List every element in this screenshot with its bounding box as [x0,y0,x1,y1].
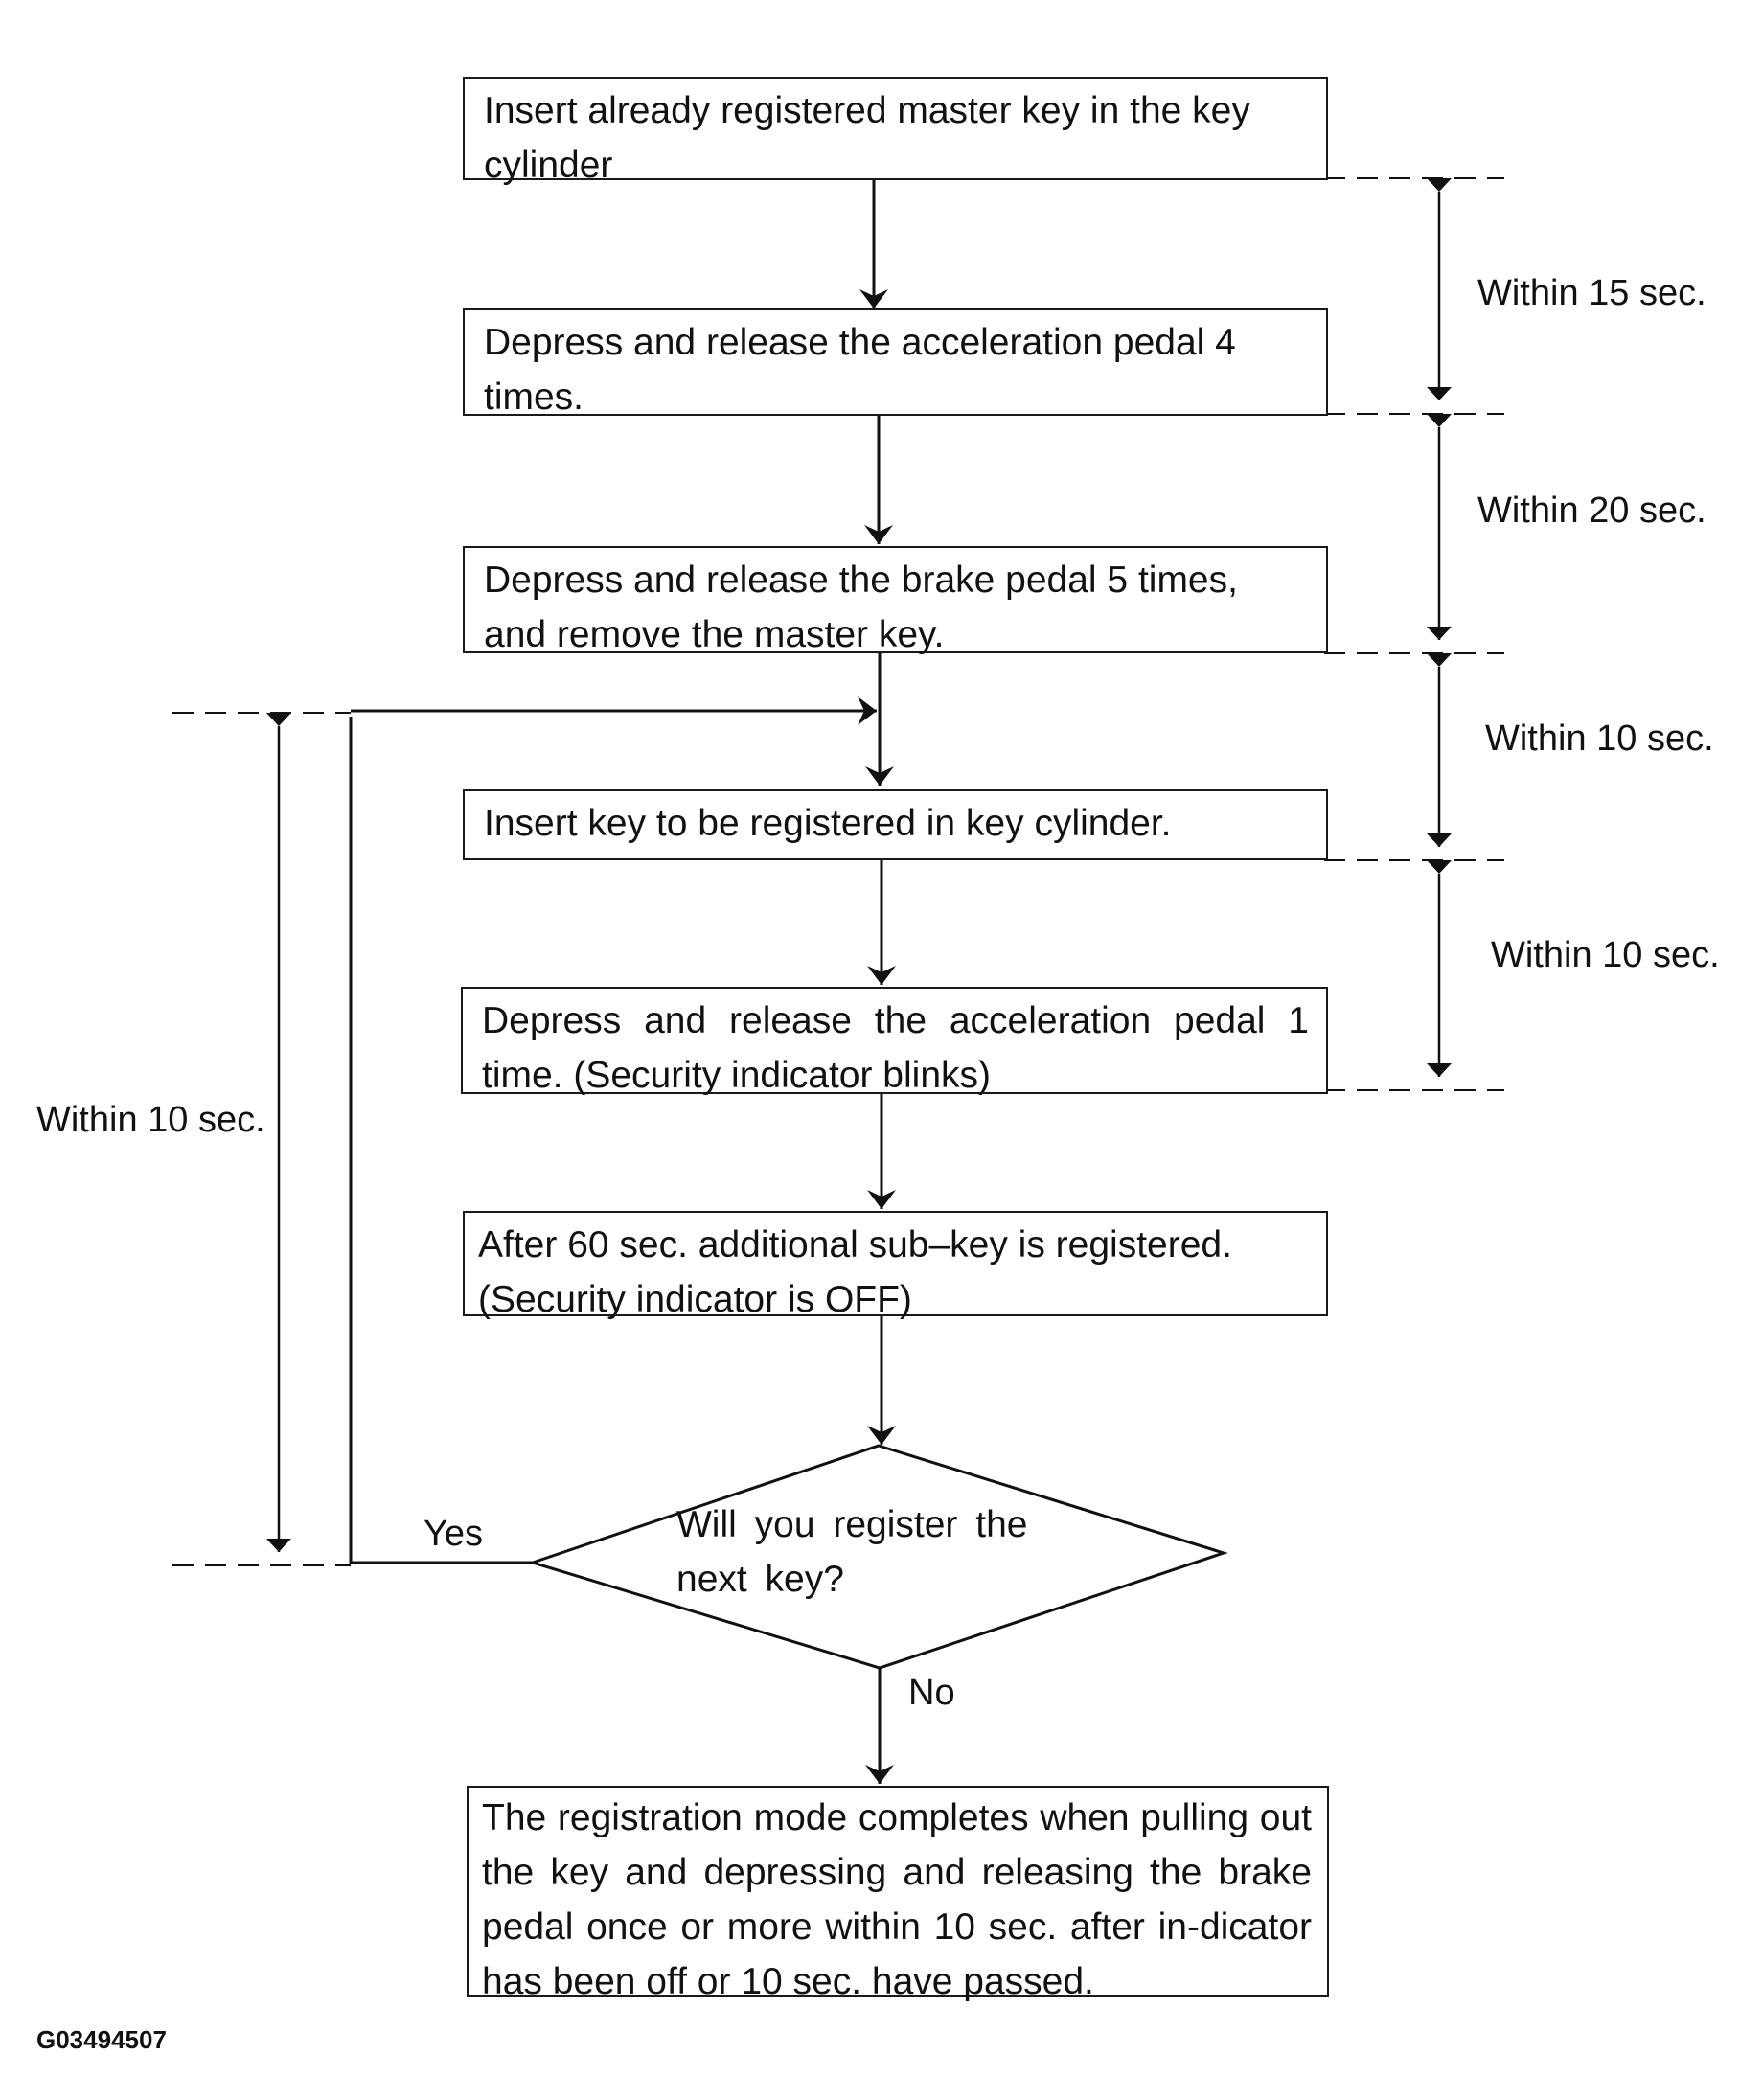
decision-no-label: No [908,1673,955,1713]
timing-label-left: Within 10 sec. [36,1100,265,1141]
step-box-5: Depress and release the acceleration ped… [461,987,1328,1096]
final-step-box: The registration mode completes when pul… [467,1786,1329,2002]
yes-loop-line [349,717,533,1564]
figure-id: G03494507 [36,2025,167,2054]
decision-question: Will you register the next key? [676,1504,1028,1600]
timing-label-10s-b: Within 10 sec. [1491,935,1720,975]
decision-diamond [528,1444,1228,1670]
step-box-3: Depress and release the brake pedal 5 ti… [463,546,1328,655]
timing-label-15s: Within 15 sec. [1477,273,1706,313]
step-box-2: Depress and release the acceleration ped… [463,308,1328,418]
step-box-4: Insert key to be registered in key cylin… [463,789,1328,860]
step-box-1: Insert already registered master key in … [463,77,1328,186]
decision-yes-label: Yes [424,1514,483,1554]
timing-label-10s-a: Within 10 sec. [1485,719,1714,759]
step-box-6: After 60 sec. additional sub–key is regi… [463,1211,1328,1320]
timing-label-20s: Within 20 sec. [1477,491,1706,531]
